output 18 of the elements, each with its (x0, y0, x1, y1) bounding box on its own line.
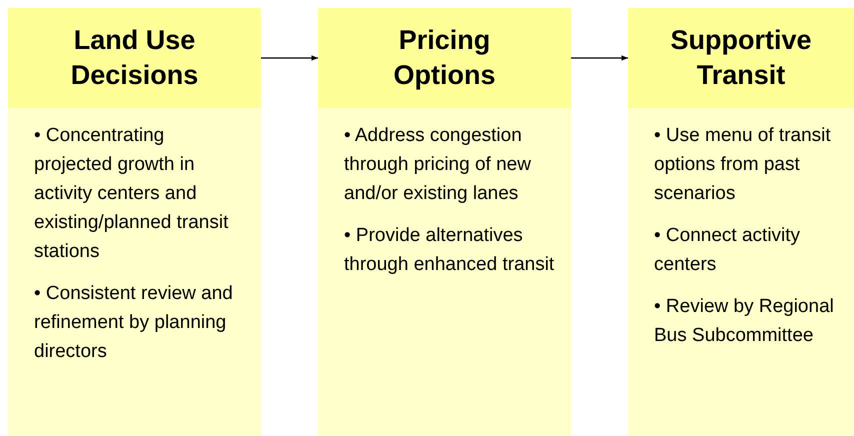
bullet-text: • Provide alternatives through enhanced transit (344, 224, 555, 277)
arrow (261, 55, 318, 61)
heading-text: Supportive Transit (669, 24, 812, 92)
bullet-panel (318, 108, 571, 436)
arrow (571, 55, 628, 61)
bullet-text: • Review by Regional Bus Subcommittee (654, 295, 835, 348)
heading-box (628, 8, 854, 108)
bullet-text: • Address congestion through pricing of new and/or existing lanes (344, 124, 532, 206)
bullet-panel (628, 108, 854, 436)
heading-box (8, 8, 261, 108)
bullet-text: • Consistent review and refinement by planning directors (34, 282, 234, 364)
bullet-text: • Connect activity centers (654, 224, 802, 277)
heading-text: Land Use Decisions (70, 24, 200, 92)
heading-text: Pricing Options (392, 24, 496, 92)
heading-box (318, 8, 571, 108)
bullet-text: • Use menu of transit options from past scenarios (654, 124, 832, 206)
bullet-panel (8, 108, 261, 436)
bullet-text: • Concentrating projected growth in activity centers and existing/planned transit stations (34, 124, 230, 264)
